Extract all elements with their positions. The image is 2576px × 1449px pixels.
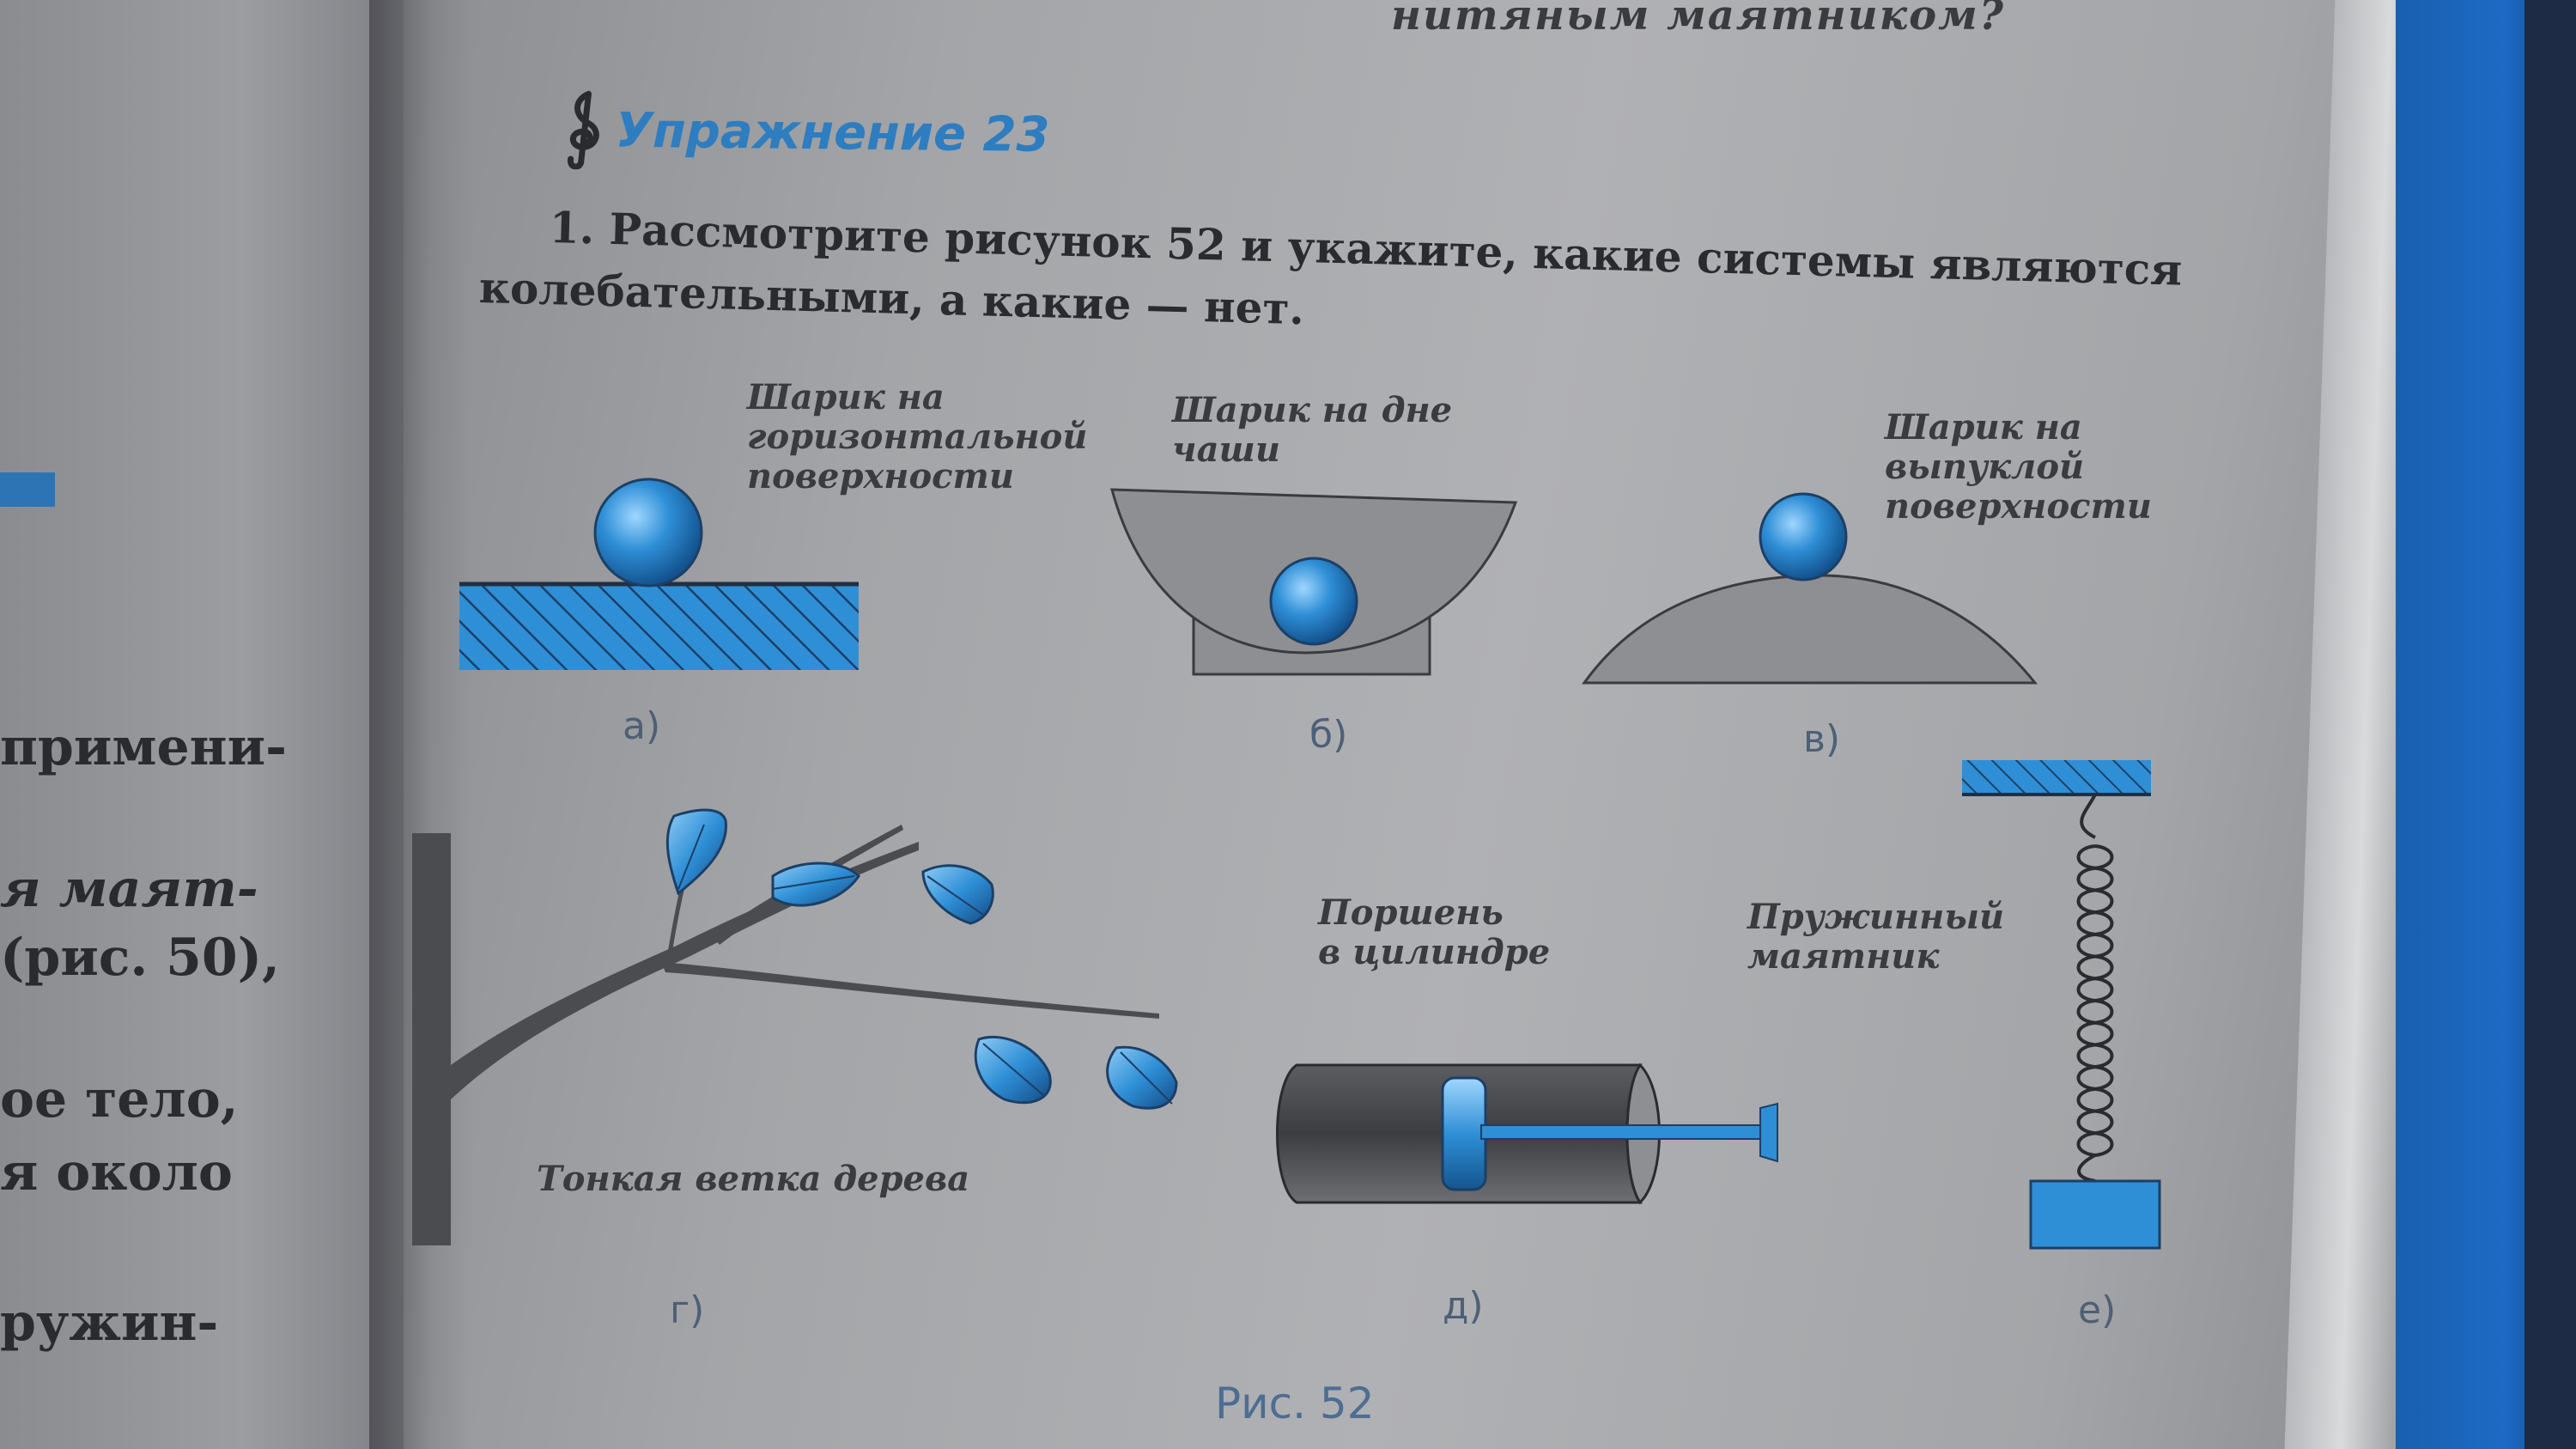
figure-ball-convex [1582,492,2038,685]
spring-coils [2076,794,2114,1183]
top-cut-text: нитяным маятником? [1391,0,2005,40]
caption-line: Шарик на [747,377,945,417]
caption-line: Поршень [1318,892,1504,933]
figure-tree-branch [412,808,1178,1245]
left-page [0,0,404,1449]
exercise-title: Упражнение 23 [615,102,1050,163]
branch-lower [661,962,1159,1019]
caption-line: маятник [1747,936,1940,977]
caption-b: Шарик на дне чаши [1172,391,1452,470]
left-page-line: я около [0,1142,233,1202]
leaf [921,864,994,925]
caption-line: горизонтальной [747,417,1088,457]
caption-line: в цилиндре [1318,932,1551,972]
leaf [974,1035,1052,1105]
figure-label: Рис. 52 [1215,1379,1375,1428]
caption-line: чаши [1172,429,1280,470]
caption-line: Шарик на дне [1172,390,1453,430]
ball [593,478,703,588]
caption-d: Тонкая ветка дерева [537,1159,970,1199]
caption-line: Пружинный [1747,897,2005,937]
piston [1441,1076,1487,1191]
panel-letter-d: г) [670,1288,705,1332]
left-page-line: я маят- [0,859,258,919]
left-page-line: ое тело, [0,1069,239,1129]
panel-letter-b: б) [1309,713,1348,757]
ceiling-mount [1962,760,2151,795]
left-page-line: ружин- [0,1293,219,1353]
piston-rod [1480,1124,1765,1140]
ball [1269,557,1358,646]
panel-letter-c: в) [1803,717,1841,761]
caption-f: Пружинный маятник [1747,898,2004,977]
branch-main [451,842,919,1099]
panel-letter-e: д) [1443,1284,1484,1328]
left-page-blue-mark [0,472,55,507]
left-page-line: примени- [0,717,287,777]
figure-ball-horizontal [459,478,859,670]
convex-surface [1582,574,2038,685]
hatched-surface [459,584,859,670]
ball [1759,492,1848,581]
caption-a: Шарик на горизонтальной поверхности [747,378,1087,496]
caption-e: Поршень в цилиндре [1318,893,1550,972]
weight-block [2029,1179,2161,1250]
panel-letter-a: а) [623,704,661,748]
left-page-line: (рис. 50), [0,928,280,988]
caption-line: поверхности [747,456,1014,496]
tree-trunk [412,833,451,1245]
rod-handle [1759,1102,1778,1163]
leaf [771,861,860,907]
figure-piston-cylinder [1276,1062,1778,1205]
figure-ball-in-bowl [1110,488,1518,676]
leaf [665,808,727,896]
spring [2076,794,2114,1183]
figure-spring-pendulum [1962,760,2161,1250]
caption-c: Шарик на выпуклой поверхности [1885,408,2152,527]
caption-line: выпуклой [1885,447,2085,487]
treble-clef-icon [567,90,599,170]
caption-line: поверхности [1885,486,2152,527]
cover-shadow [2524,0,2576,1449]
leaf [1106,1045,1178,1110]
exercise-heading: Упражнение 23 [562,90,1050,174]
panel-letter-f: е) [2078,1288,2117,1332]
caption-line: Шарик на [1885,407,2082,447]
